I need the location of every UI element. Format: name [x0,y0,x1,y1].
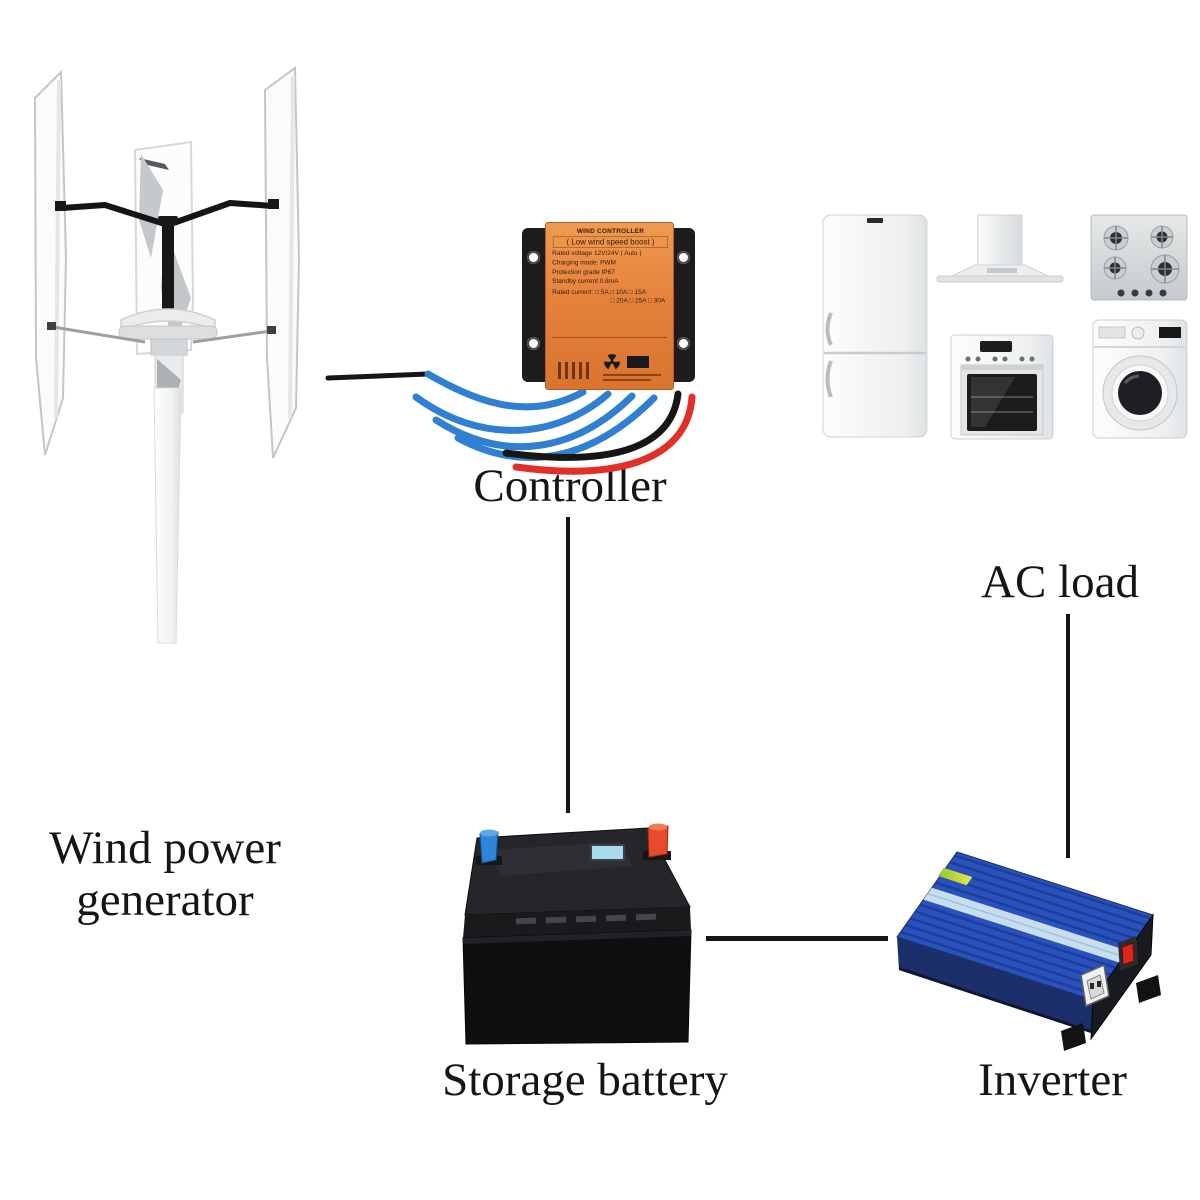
faceplate-divider [552,337,667,338]
refrigerator-icon [822,214,928,438]
arm-mount [47,322,56,330]
gas-cooktop-icon [1090,214,1188,301]
battery-front-face [462,929,692,1045]
wire-blue-2 [412,390,612,434]
controller-spec: Rated voltage 12V/24V ( Auto ) [552,249,642,257]
label-storage-battery: Storage battery [442,1054,728,1106]
arm-mount [267,326,276,334]
inverter-side-shadow [899,967,1091,1033]
mount-hole [677,251,690,264]
controller-panel-text: WIND CONTROLLER ( Low wind speed boost )… [550,227,671,304]
inverter-side-face [897,937,1093,1033]
lower-arm-left [52,325,146,344]
label-line: generator [76,874,254,926]
turbine-arm-right [165,200,276,228]
mount-hole [527,337,540,350]
battery-front-highlight [463,930,691,944]
arm-mount [268,199,279,209]
controller-faceplate: WIND CONTROLLER ( Low wind speed boost )… [545,222,674,390]
label-line: Wind power [49,822,281,874]
battery-ridge [463,907,691,938]
turbine-dome [120,308,216,332]
ac-load-appliances [822,214,1188,440]
turbine-arm-left [59,202,171,228]
inverter-brand-label [938,867,973,886]
lower-arm-right [192,329,272,344]
mount-hole [677,337,690,350]
charge-controller-icon: WIND CONTROLLER ( Low wind speed boost )… [513,213,705,391]
label-wind-power-generator: Wind power generator [15,822,315,926]
wind-turbine-icon [33,66,301,644]
battery-terminal-positive [643,823,671,860]
turbine-logo-icon [603,354,621,370]
inverter-outlet [1080,963,1110,1008]
stripe-line [927,892,1124,958]
controller-title: WIND CONTROLLER [576,227,645,235]
controller-spec: Charging mode: PWM [552,258,616,266]
mount-hole [527,251,540,264]
fine-print-line [603,374,661,376]
line-controller-to-battery [566,517,570,813]
label-ac-load: AC load [981,556,1139,608]
generator-housing [150,338,188,356]
wire-black [502,390,682,461]
arm-mount [55,201,66,211]
storage-battery-icon [462,823,692,1045]
controller-current-options: □ 20A □ 25A □ 30A [610,296,666,305]
blade-shading [288,75,295,419]
inverter-foot [1061,1023,1086,1051]
turbine-pole [153,387,182,644]
blade-shading [54,79,61,419]
fine-print-line [603,379,651,381]
battery-vents [515,913,657,925]
controller-logo-area [603,353,665,381]
turbine-blade-left [33,69,68,456]
battery-terminal-negative [476,829,502,865]
wire-blue-1 [424,370,587,411]
line-acload-to-inverter [1066,614,1070,858]
blade-edge-mark [139,158,169,170]
blade-shadow [139,154,163,258]
terminal-pins [558,362,589,379]
wire-blue-3 [432,392,636,451]
barcode-block [627,356,649,368]
battery-indicator-display [590,844,625,861]
inverter-fins [900,854,1151,997]
range-hood-icon [936,214,1064,283]
turbine-cable [325,371,431,381]
washing-machine-icon [1092,319,1188,439]
oven-icon [950,334,1054,440]
inverter-foot [1136,975,1161,1003]
controller-current-options: Rated current: □ 5A □ 10A □ 15A [552,288,647,296]
turbine-shaft [162,220,174,320]
wire-red [512,393,696,475]
power-inverter-icon [896,851,1161,1051]
line-battery-to-inverter [706,936,888,941]
controller-wires [325,370,696,475]
dome-base [118,325,218,340]
inverter-power-switch [1118,936,1138,971]
controller-subtitle: ( Low wind speed boost ) [552,236,669,248]
controller-spec: Standby current 0.8mA [552,277,619,285]
label-inverter: Inverter [978,1054,1127,1106]
controller-spec: Protection grade IP67 [552,268,615,276]
